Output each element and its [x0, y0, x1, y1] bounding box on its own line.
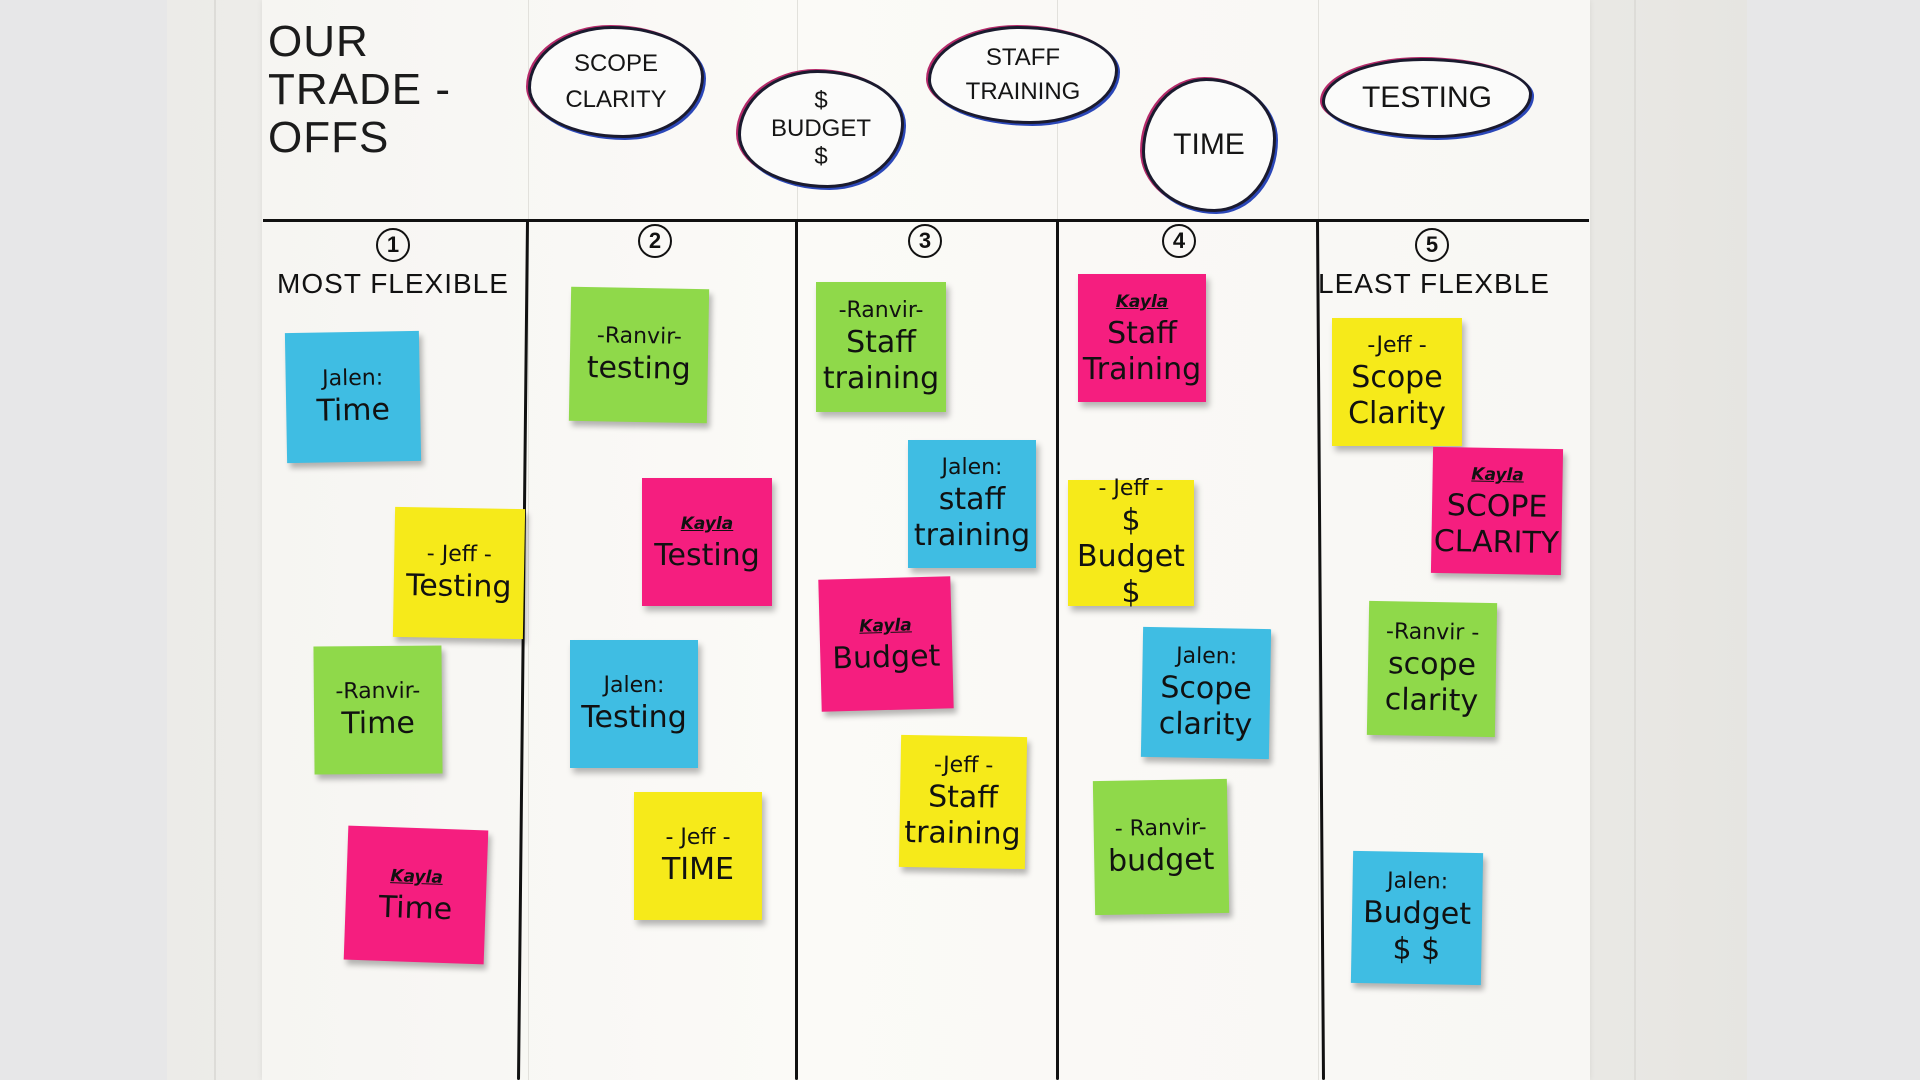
- note-author: - Ranvir-: [1114, 815, 1207, 842]
- note-author: Kayla: [1471, 464, 1525, 486]
- column-header-2: 2: [530, 224, 780, 264]
- column-header-4: 4: [1054, 224, 1304, 264]
- note-author: -Ranvir-: [596, 323, 682, 350]
- note-text: Scope Clarity: [1348, 360, 1446, 431]
- header-divider-line: [263, 219, 1589, 222]
- column-label: LEAST FLEXBLE: [1318, 268, 1550, 299]
- note-author: -Jeff -: [933, 752, 994, 779]
- note-author: -Ranvir-: [838, 298, 924, 323]
- note-text: Budget: [831, 638, 941, 677]
- note-author: Kayla: [680, 514, 734, 534]
- note-text: scope clarity: [1384, 646, 1479, 719]
- note-author: Jalen:: [1175, 643, 1238, 670]
- note-text: staff training: [913, 482, 1031, 553]
- sticky-note-jeff-scope-clarity: -Jeff - Scope Clarity: [1332, 318, 1462, 446]
- note-text: budget: [1107, 842, 1215, 879]
- sticky-note-kayla-testing: Kayla Testing: [642, 478, 772, 606]
- sticky-note-ranvir-staff-training: -Ranvir- Staff training: [816, 282, 946, 412]
- note-text: Testing: [405, 568, 512, 605]
- sticky-note-jeff-budget: - Jeff - $ Budget $: [1068, 476, 1194, 610]
- sticky-note-ranvir-budget: - Ranvir- budget: [1092, 778, 1230, 916]
- cloud-testing: TESTING: [1322, 58, 1532, 138]
- column-divider-3: [1056, 221, 1059, 1080]
- cloud-scope-clarity: SCOPE CLARITY: [528, 26, 704, 138]
- column-number: 2: [638, 224, 672, 258]
- note-text: $ Budget $: [1077, 503, 1185, 610]
- sticky-note-jeff-staff-training: -Jeff - Staff training: [898, 734, 1028, 870]
- sticky-note-kayla-budget: Kayla Budget: [818, 576, 954, 712]
- note-author: Jalen:: [1386, 868, 1449, 895]
- paper-seam: [528, 0, 529, 1080]
- sticky-note-jalen-staff-training: Jalen: staff training: [908, 440, 1036, 568]
- note-text: Staff training: [904, 779, 1021, 853]
- cloud-budget: $ BUDGET $: [738, 70, 904, 188]
- note-author: Kayla: [859, 615, 913, 637]
- note-text: Testing: [654, 538, 760, 573]
- sticky-note-ranvir-time: -Ranvir- Time: [313, 645, 443, 775]
- note-author: -Ranvir -: [1385, 619, 1480, 646]
- sticky-note-jalen-budget: Jalen: Budget $ $: [1350, 850, 1484, 986]
- note-text: Testing: [581, 700, 687, 735]
- note-text: Budget $ $: [1362, 895, 1472, 968]
- note-author: -Jeff -: [1367, 333, 1427, 358]
- note-text: Time: [316, 392, 391, 429]
- note-text: Time: [378, 889, 453, 928]
- note-author: Kayla: [1115, 292, 1169, 312]
- sticky-note-jeff-testing: - Jeff - Testing: [392, 506, 526, 640]
- sticky-note-kayla-time: Kayla Time: [343, 825, 489, 965]
- note-author: -Ranvir-: [335, 678, 421, 705]
- note-author: - Jeff -: [1098, 476, 1164, 501]
- note-author: Jalen:: [321, 365, 384, 392]
- wall-seam: [1634, 0, 1636, 1080]
- note-text: Staff training: [822, 325, 940, 396]
- note-author: Kayla: [390, 866, 444, 888]
- column-divider-2: [795, 221, 798, 1080]
- sticky-note-ranvir-scope-clarity: -Ranvir - scope clarity: [1366, 600, 1498, 738]
- sticky-note-ranvir-testing: -Ranvir- testing: [568, 286, 710, 424]
- column-header-3: 3: [800, 224, 1050, 264]
- note-author: - Jeff -: [426, 541, 493, 568]
- wall-seam: [214, 0, 216, 1080]
- note-text: Scope clarity: [1158, 670, 1253, 743]
- note-text: SCOPE CLARITY: [1433, 488, 1560, 562]
- column-header-1: 1 MOST FLEXIBLE: [268, 228, 518, 300]
- column-header-5: 5 LEAST FLEXBLE: [1318, 228, 1550, 300]
- cloud-time: TIME: [1142, 78, 1276, 212]
- sticky-note-jalen-testing: Jalen: Testing: [570, 640, 698, 768]
- column-number: 3: [908, 224, 942, 258]
- sticky-note-kayla-staff-training: Kayla Staff Training: [1078, 274, 1206, 402]
- sticky-note-kayla-scope-clarity: Kayla SCOPE CLARITY: [1430, 446, 1564, 576]
- column-number: 4: [1162, 224, 1196, 258]
- sticky-note-jeff-time: - Jeff - TIME: [634, 792, 762, 920]
- board-title: OUR TRADE - OFFS: [268, 17, 451, 162]
- note-author: Jalen:: [603, 673, 665, 698]
- cloud-staff-training: STAFF TRAINING: [928, 26, 1118, 124]
- sticky-note-jalen-scope-clarity: Jalen: Scope clarity: [1140, 626, 1272, 760]
- note-text: Time: [341, 705, 415, 742]
- column-number: 5: [1415, 228, 1449, 262]
- note-author: Jalen:: [941, 455, 1003, 480]
- note-author: - Jeff -: [665, 825, 731, 850]
- sticky-note-jalen-time: Jalen: Time: [284, 330, 422, 464]
- column-number: 1: [376, 228, 410, 262]
- note-text: TIME: [661, 852, 734, 887]
- column-label: MOST FLEXIBLE: [277, 268, 509, 299]
- note-text: testing: [586, 350, 692, 387]
- note-text: Staff Training: [1082, 316, 1202, 387]
